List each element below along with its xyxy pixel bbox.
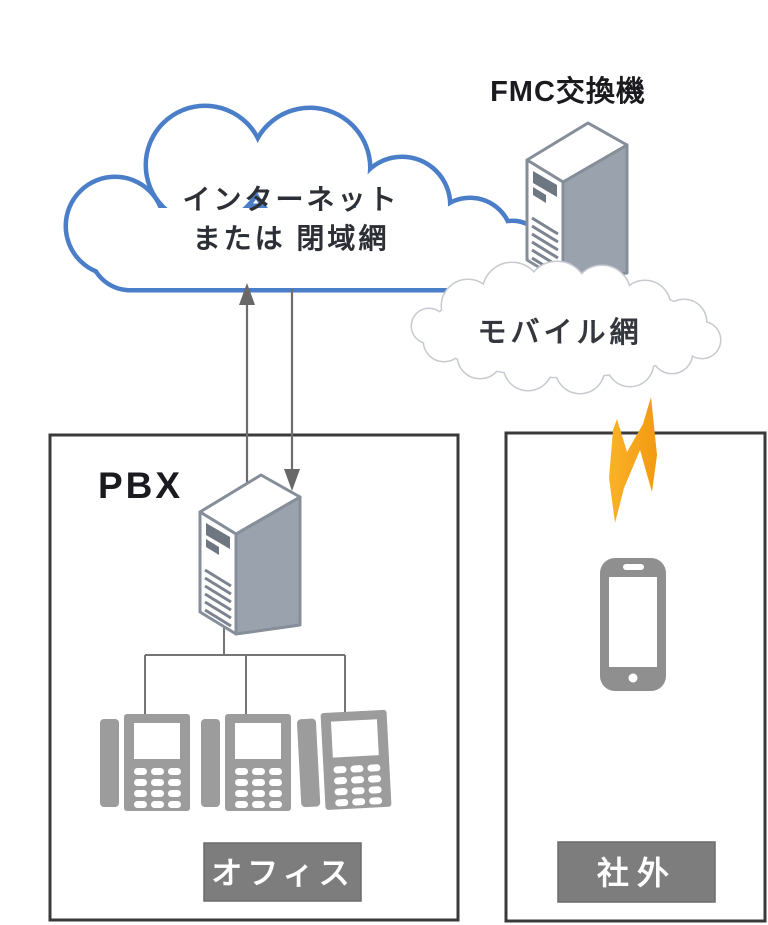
outside-label: 社外 bbox=[597, 855, 677, 891]
outside-label-badge bbox=[557, 841, 716, 903]
smartphone-icon bbox=[600, 558, 666, 691]
internet-cloud-label-line2: または 閉域網 bbox=[193, 223, 390, 254]
lightning-bolt-icon bbox=[609, 397, 657, 523]
desk-phone-icon bbox=[201, 714, 291, 811]
fmc-switch-label: FMC交換機 bbox=[490, 74, 646, 108]
arrow-up-icon bbox=[239, 283, 255, 490]
arrow-down-icon bbox=[284, 289, 300, 491]
internet-cloud-label-line1: インターネット bbox=[182, 184, 399, 215]
desk-phone-icon bbox=[100, 714, 190, 811]
office-label: オフィス bbox=[211, 856, 354, 891]
fmc-server-icon bbox=[525, 121, 629, 284]
office-label-badge bbox=[203, 842, 362, 902]
desk-phone-icon bbox=[296, 709, 392, 812]
pbx-label: PBX bbox=[98, 465, 183, 506]
mobile-network-label: モバイル網 bbox=[477, 316, 642, 349]
